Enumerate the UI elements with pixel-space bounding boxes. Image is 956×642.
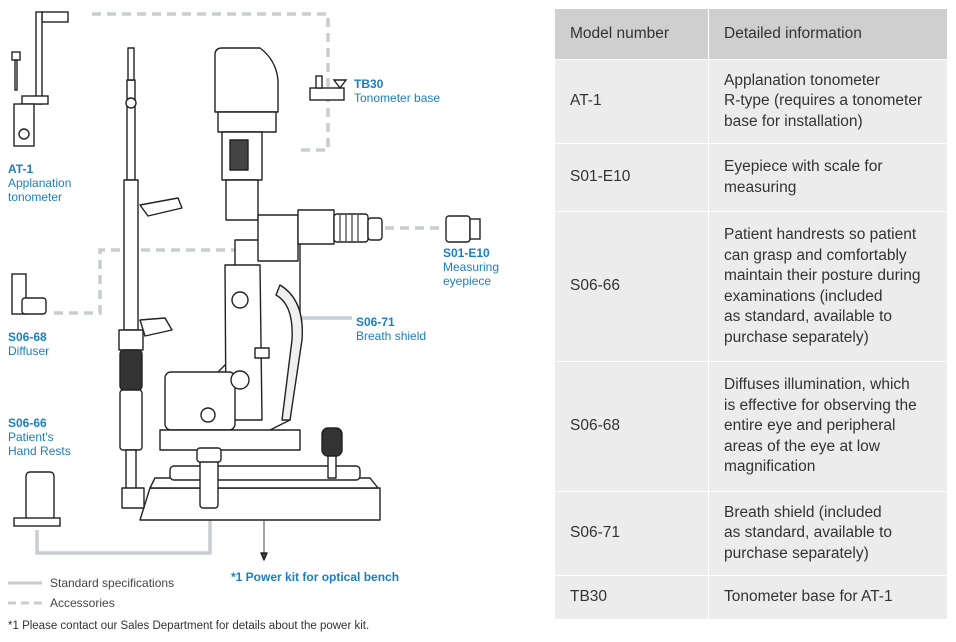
label-at1-code: AT-1 [8, 162, 34, 176]
slit-lamp-body [118, 47, 383, 561]
detailed-info-line: purchase separately) [724, 544, 869, 562]
detailed-info-line: magnification [724, 458, 816, 476]
detailed-info-line: base for installation) [724, 112, 863, 130]
label-tb30-code: TB30 [354, 77, 384, 91]
detailed-info-line: can grasp and comfortably [724, 246, 907, 264]
label-s01e10-desc2: eyepiece [443, 274, 492, 288]
label-s0671-desc1: Breath shield [356, 329, 427, 343]
label-s0668-desc1: Diffuser [8, 344, 50, 358]
detailed-info-line: Applanation tonometer [724, 71, 880, 89]
legend-standard: Standard specifications [50, 576, 175, 590]
label-s0666: S06-66 Patient's Hand Rests [8, 416, 71, 458]
detailed-info-line: as standard, available to [724, 524, 893, 542]
label-s0671: S06-71 Breath shield [356, 315, 426, 343]
label-s0668-code: S06-68 [8, 330, 47, 344]
tb30-connector [92, 12, 330, 152]
label-s01e10-desc1: Measuring [443, 260, 500, 274]
footnote: *1 Please contact our Sales Department f… [8, 620, 370, 632]
label-s0666-desc1: Patient's [8, 430, 54, 444]
label-at1-desc2: tonometer [8, 190, 63, 204]
model-number-cell: S06-71 [554, 491, 709, 576]
detailed-info-line: Diffuses illumination, which [724, 376, 910, 394]
detailed-info-line: measuring [724, 178, 797, 196]
detailed-info-line: Tonometer base for AT-1 [724, 588, 893, 606]
header-model-number: Model number [554, 8, 709, 60]
label-s01e10: S01-E10 Measuring eyepiece [443, 246, 499, 288]
detailed-info-line: areas of the eye at low [724, 437, 880, 455]
accessory-illustrations [11, 11, 481, 527]
detailed-info-line: entire eye and peripheral [724, 417, 896, 435]
table-row: S06-66 Patient handrests so patient can gr… [554, 211, 948, 362]
label-at1-desc1: Applanation [8, 176, 72, 190]
detailed-info-cell: Breath shield (included as standard, avai… [708, 491, 948, 576]
detailed-info-line: Patient handrests so patient [724, 226, 917, 243]
model-number-cell: AT-1 [554, 59, 709, 144]
model-number-cell: S06-68 [554, 361, 709, 492]
detailed-info-line: R-type (requires a tonometer [724, 92, 923, 110]
s0666-illustration [25, 471, 55, 521]
label-s0666-desc2: Hand Rests [8, 444, 71, 458]
model-number-cell: TB30 [554, 575, 709, 620]
table-row: TB30 Tonometer base for AT-1 [554, 575, 948, 620]
power-kit-label: *1 Power kit for optical bench [231, 570, 400, 584]
label-s0666-code: S06-66 [8, 416, 47, 430]
detailed-info-line: Eyepiece with scale for [724, 158, 883, 175]
label-s0671-code: S06-71 [356, 315, 395, 329]
label-tb30: TB30 Tonometer base [354, 77, 440, 105]
detailed-info-cell: Patient handrests so patient can grasp an… [708, 211, 948, 362]
table-row: S06-71 Breath shield (included as standard… [554, 491, 948, 576]
legend-accessories: Accessories [50, 596, 115, 610]
table-row: S01-E10 Eyepiece with scale for measuring [554, 143, 948, 212]
detailed-info-cell: Eyepiece with scale for measuring [708, 143, 948, 212]
header-detailed-info: Detailed information [708, 8, 948, 60]
s01e10-illustration [445, 215, 471, 243]
label-at1: AT-1 Applanation tonometer [8, 162, 71, 204]
detailed-info-line: maintain their posture during [724, 267, 921, 284]
detailed-info-line: purchase separately) [724, 328, 869, 346]
detailed-info-line: as standard, available to [724, 308, 893, 325]
table-header-row: Model number Detailed information [554, 8, 948, 60]
model-number-cell: S01-E10 [554, 143, 709, 212]
slit-lamp-illustration [8, 11, 481, 605]
slit-lamp-diagram: AT-1 Applanation tonometer TB30 Tonomete… [8, 11, 499, 632]
detailed-info-cell: Tonometer base for AT-1 [708, 575, 948, 620]
table-row: S06-68 Diffuses illumination, which is eff… [554, 361, 948, 492]
detailed-info-line: examinations (included [724, 287, 883, 305]
model-number-cell: S06-66 [554, 211, 709, 362]
tb30-illustration [309, 87, 345, 101]
detailed-info-line: Breath shield (included [724, 503, 882, 521]
detailed-info-cell: Diffuses illumination, which is effective… [708, 361, 948, 492]
at1-illustration [41, 11, 69, 23]
label-tb30-desc1: Tonometer base [354, 91, 441, 105]
detailed-info-line: is effective for observing the [724, 396, 917, 414]
s0666-connector [35, 520, 212, 555]
s0668-connector [54, 248, 248, 315]
label-s0668: S06-68 Diffuser [8, 330, 49, 358]
label-s01e10-code: S01-E10 [443, 246, 490, 260]
